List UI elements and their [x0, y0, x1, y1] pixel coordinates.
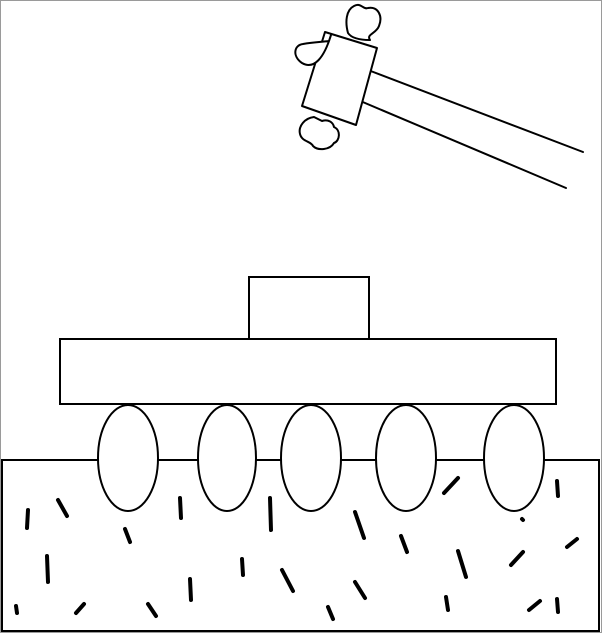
vehicle-turret [248, 276, 370, 340]
road-wheel [483, 404, 545, 512]
hammer-handle-top-edge [367, 69, 584, 153]
road-wheel [97, 404, 159, 512]
hammer-side-cap [294, 34, 332, 66]
road-wheel [197, 404, 257, 512]
road-wheel [280, 404, 342, 512]
hammer-icon [294, 3, 584, 189]
hammer-top-cap [345, 3, 382, 41]
hammer-bottom-cap [298, 116, 340, 151]
vehicle-hull [59, 338, 557, 405]
hammer-handle-bottom-edge [357, 99, 567, 189]
tracked-vehicle-icon [59, 276, 557, 512]
ground-speckles [14, 476, 579, 621]
road-wheel [375, 404, 437, 512]
